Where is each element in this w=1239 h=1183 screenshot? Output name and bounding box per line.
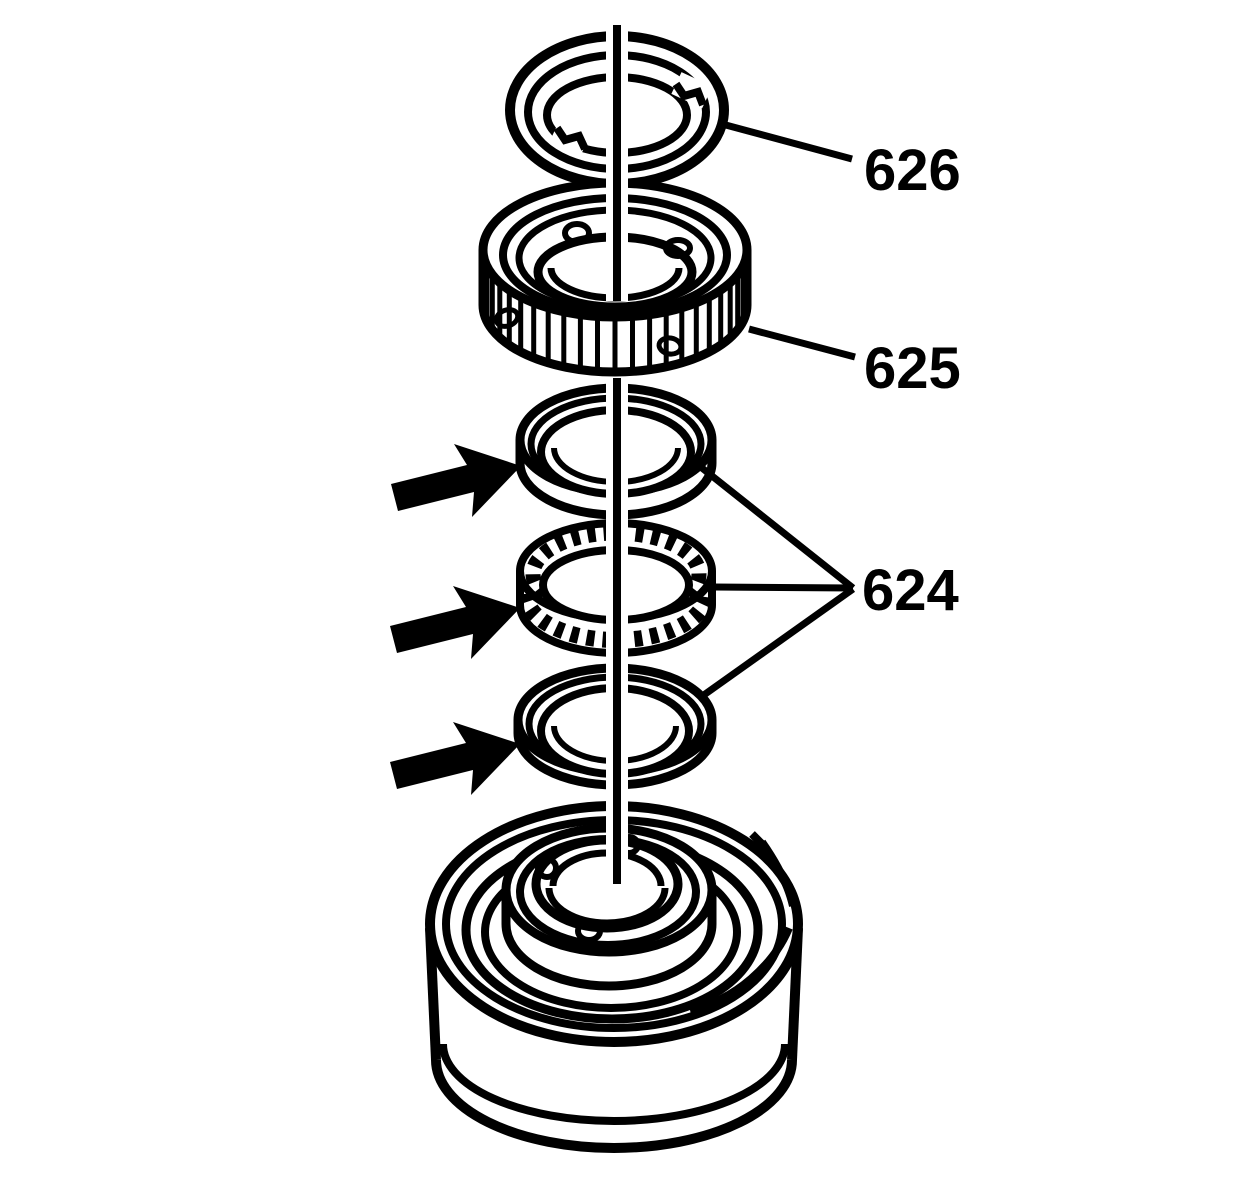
locknut-side-hole-left xyxy=(493,307,521,329)
leader-625 xyxy=(748,325,856,361)
pointer-arrows xyxy=(390,444,521,795)
locknut-side-hole-right xyxy=(656,335,684,357)
callout-label-624: 624 xyxy=(862,558,959,623)
cage-rollers-bottom xyxy=(518,593,714,648)
hub-bore-floor-arc xyxy=(545,887,669,927)
callout-label-625: 625 xyxy=(864,336,961,401)
leader-lines xyxy=(698,120,856,700)
hub-bore-notch xyxy=(535,856,559,880)
retaining-ring-notch-lower xyxy=(553,125,589,151)
drum-face-hole xyxy=(575,919,603,943)
pointer-arrow-middle xyxy=(390,586,520,659)
pointer-arrow-lower xyxy=(390,722,520,795)
leader-626 xyxy=(721,120,853,163)
hub-base-edge xyxy=(501,923,717,991)
callout-label-626: 626 xyxy=(864,138,961,203)
pointer-arrow-upper xyxy=(391,444,521,517)
drum-rim-notch-tick xyxy=(749,831,767,849)
retaining-ring-notch-upper xyxy=(672,81,707,107)
drum-rim-notch xyxy=(758,839,797,907)
drum-bottom-outer-edge xyxy=(431,1059,797,1153)
drum-rim-relief-line xyxy=(689,926,793,1014)
hub-drum xyxy=(425,801,803,1153)
locknut-face-hole-right xyxy=(663,237,693,259)
locknut-face-hole-left xyxy=(562,221,592,245)
callout-labels: 626 625 624 xyxy=(862,138,961,623)
leader-624-middle xyxy=(712,583,854,592)
locknut-knurling xyxy=(484,266,746,372)
leader-624-upper xyxy=(699,465,856,591)
drum-bottom-inner-edge xyxy=(439,1043,789,1125)
leader-624-lower xyxy=(698,586,856,700)
